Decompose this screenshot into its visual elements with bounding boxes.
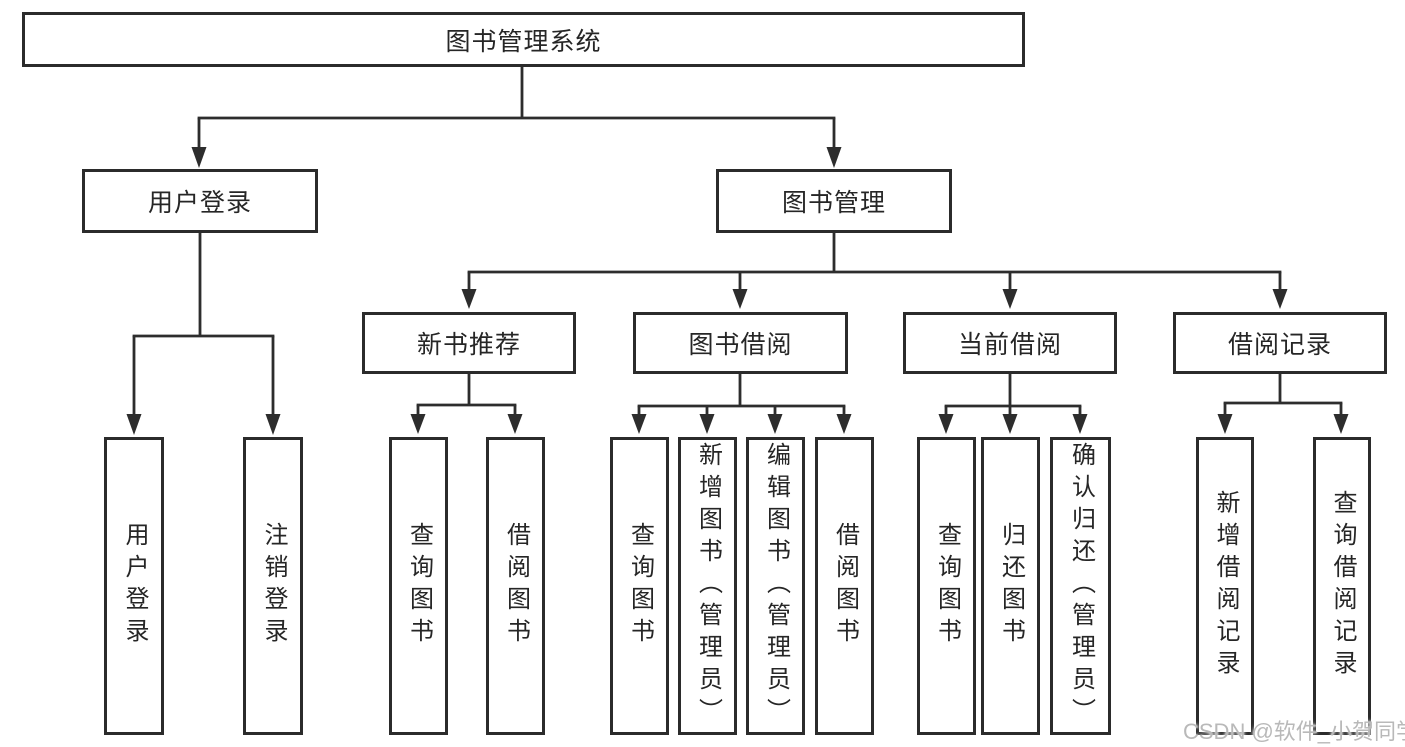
node-current-borrow: 当前借阅 — [903, 312, 1117, 374]
connector-root-to-level2 — [191, 67, 842, 168]
arrowhead — [410, 414, 426, 434]
node-borrow-record: 借阅记录 — [1173, 312, 1387, 374]
arrowhead — [461, 289, 477, 309]
arrowhead — [732, 289, 748, 309]
node-borrow-edit-books-admin-label: 编辑图书（管理员） — [762, 442, 790, 730]
node-root: 图书管理系统 — [22, 12, 1025, 67]
connector-borrow-children — [631, 374, 852, 434]
node-book-borrow: 图书借阅 — [633, 312, 848, 374]
arrowhead — [826, 147, 842, 168]
node-current-return-books-label: 归还图书 — [997, 522, 1025, 650]
node-borrow-record-label: 借阅记录 — [1227, 331, 1332, 359]
csdn-watermark: CSDN @软件_小贺同学 — [1183, 719, 1405, 744]
node-borrow-edit-books-admin: 编辑图书（管理员） — [746, 437, 805, 735]
node-current-return-books: 归还图书 — [981, 437, 1040, 735]
node-current-confirm-return-admin-label: 确认归还（管理员） — [1067, 442, 1095, 730]
arrowhead — [1217, 414, 1233, 434]
node-borrow-borrow-books-label: 借阅图书 — [831, 522, 859, 650]
node-logout-label: 注销登录 — [260, 522, 287, 650]
arrowhead — [836, 414, 852, 434]
connector-mgmt-to-level3 — [461, 233, 1288, 309]
node-borrow-query-books: 查询图书 — [610, 437, 669, 735]
arrowhead — [767, 414, 783, 434]
arrowhead — [1072, 414, 1088, 434]
node-rec-query-books: 查询图书 — [389, 437, 448, 735]
arrowhead — [1333, 414, 1349, 434]
node-root-label: 图书管理系统 — [445, 27, 602, 56]
node-rec-borrow-books: 借阅图书 — [486, 437, 545, 735]
node-rec-borrow-books-label: 借阅图书 — [502, 522, 530, 650]
node-record-query-label: 查询借阅记录 — [1329, 490, 1356, 682]
node-new-book-rec-label: 新书推荐 — [416, 331, 521, 359]
node-rec-query-books-label: 查询图书 — [405, 522, 433, 650]
node-borrow-add-books-admin: 新增图书（管理员） — [678, 437, 737, 735]
node-record-add-label: 新增借阅记录 — [1212, 490, 1239, 682]
node-mgmt-group: 图书管理 — [716, 169, 952, 233]
arrowhead — [265, 414, 281, 435]
node-login-group: 用户登录 — [82, 169, 318, 233]
connector-rec-children — [410, 374, 523, 434]
arrowhead — [631, 414, 647, 434]
node-borrow-add-books-admin-label: 新增图书（管理员） — [694, 442, 722, 730]
node-borrow-borrow-books: 借阅图书 — [815, 437, 874, 735]
node-current-query-books-label: 查询图书 — [933, 522, 961, 650]
node-user-login-label: 用户登录 — [121, 522, 148, 650]
connector-login-subtree — [126, 233, 281, 435]
arrowhead — [699, 414, 715, 434]
node-mgmt-group-label: 图书管理 — [781, 189, 886, 217]
node-current-borrow-label: 当前借阅 — [957, 331, 1062, 359]
arrowhead — [1002, 414, 1018, 434]
node-current-query-books: 查询图书 — [917, 437, 976, 735]
connector-record-children — [1217, 374, 1349, 434]
arrowhead — [1002, 289, 1018, 309]
node-user-login: 用户登录 — [104, 437, 164, 735]
node-logout: 注销登录 — [243, 437, 303, 735]
node-record-query: 查询借阅记录 — [1313, 437, 1371, 735]
node-borrow-query-books-label: 查询图书 — [626, 522, 654, 650]
node-new-book-rec: 新书推荐 — [362, 312, 576, 374]
arrowhead — [938, 414, 954, 434]
arrowhead — [126, 414, 142, 435]
node-current-confirm-return-admin: 确认归还（管理员） — [1050, 437, 1111, 735]
arrowhead — [1272, 289, 1288, 309]
node-book-borrow-label: 图书借阅 — [688, 331, 793, 359]
node-record-add: 新增借阅记录 — [1196, 437, 1254, 735]
arrowhead — [191, 147, 207, 168]
node-login-group-label: 用户登录 — [147, 189, 252, 217]
arrowhead — [507, 414, 523, 434]
connector-current-children — [938, 374, 1088, 434]
